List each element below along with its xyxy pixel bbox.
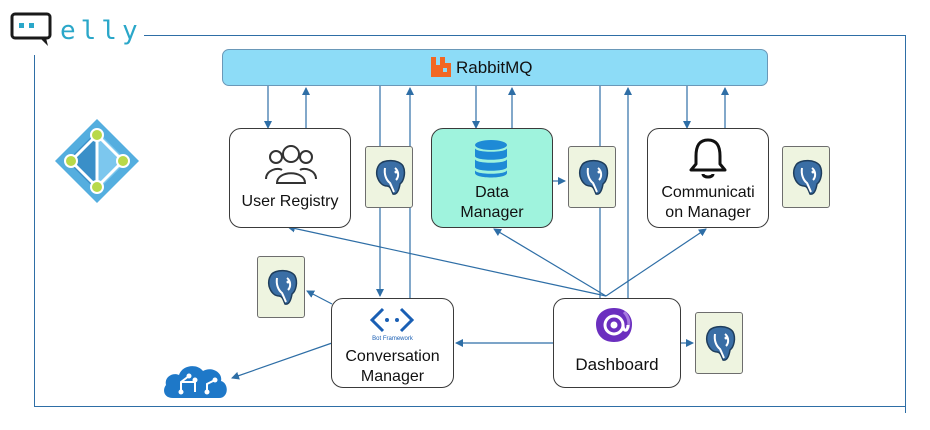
chat-bubble-icon [10, 12, 54, 53]
communication-manager-label-line1: Communicati [661, 184, 755, 201]
azure-ad-icon [53, 117, 141, 210]
user-registry-db [365, 146, 413, 208]
frame-left-line [34, 55, 35, 407]
bell-icon [688, 136, 728, 185]
data-manager-label-line2: Manager [460, 204, 524, 221]
blazor-icon [594, 306, 634, 349]
conversation-manager-label-line1: Conversation [345, 348, 440, 365]
dashboard-db [695, 312, 743, 374]
communication-manager-label-line2: on Manager [665, 204, 751, 221]
logo-text: elly [60, 16, 143, 46]
communication-manager-db [782, 146, 830, 208]
data-manager-label-line1: Data [475, 184, 509, 201]
conversation-manager-db [257, 256, 305, 318]
bot-framework-caption: Bot Framework [372, 336, 413, 342]
conversation-manager-box [331, 298, 454, 388]
dashboard-label: Dashboard [575, 355, 659, 374]
frame-right-line [905, 35, 906, 413]
users-icon [264, 143, 318, 190]
cognitive-services-cloud-icon [161, 360, 231, 405]
rabbitmq-bus [222, 49, 768, 86]
user-registry-box [229, 128, 351, 228]
bot-framework-icon [369, 305, 415, 340]
frame-top-line [144, 35, 906, 36]
conversation-manager-label-line2: Manager [360, 368, 425, 385]
user-registry-label: User Registry [241, 193, 339, 210]
frame-bottom-line [34, 406, 905, 407]
rabbitmq-label: RabbitMQ [456, 58, 533, 77]
database-icon [473, 139, 509, 184]
data-manager-db [568, 146, 616, 208]
rabbitmq-icon [429, 55, 453, 84]
